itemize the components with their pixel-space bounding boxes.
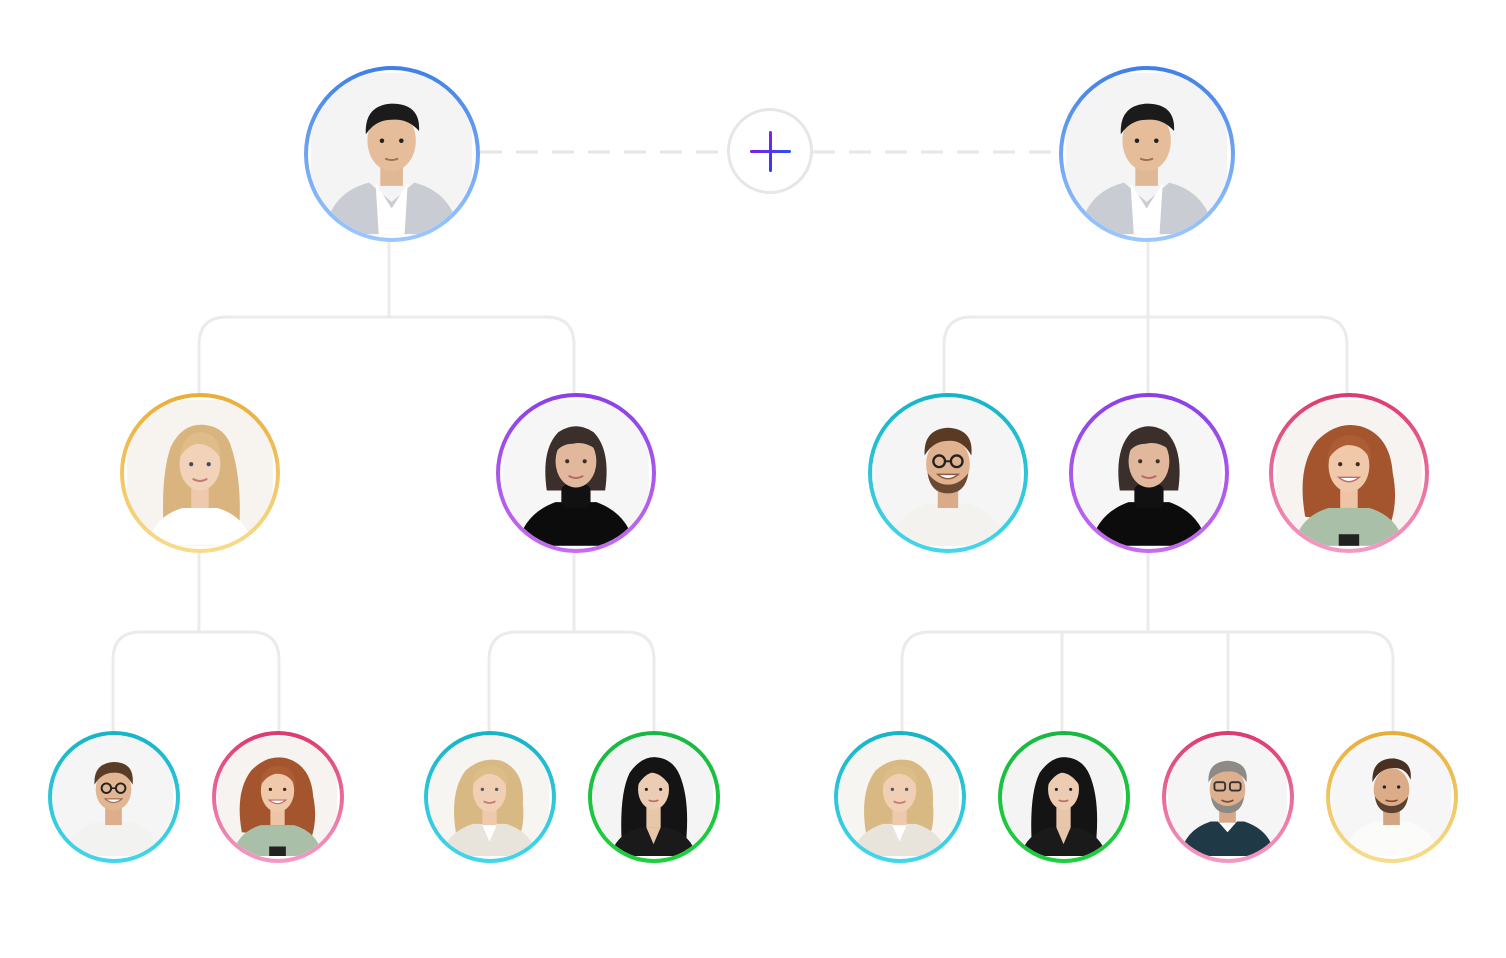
person-photo (875, 400, 1021, 546)
node-right-b2[interactable] (998, 731, 1130, 863)
connector-right-branch (942, 315, 1349, 395)
node-left-b1[interactable] (424, 731, 556, 863)
node-left-a1[interactable] (48, 731, 180, 863)
person-photo (840, 737, 959, 856)
person-photo (503, 400, 649, 546)
person-photo (1004, 737, 1123, 856)
avatar (838, 735, 962, 859)
avatar (52, 735, 176, 859)
avatar (500, 397, 652, 549)
person-photo (594, 737, 713, 856)
node-right-b4[interactable] (1326, 731, 1458, 863)
person-photo (1066, 73, 1227, 234)
person-photo (218, 737, 337, 856)
node-right-root[interactable] (1059, 66, 1235, 242)
avatar (1002, 735, 1126, 859)
person-photo (1168, 737, 1287, 856)
avatar (592, 735, 716, 859)
person-photo (311, 73, 472, 234)
connector-right-b-branch (900, 630, 1395, 733)
node-right-b[interactable] (1069, 393, 1229, 553)
plus-icon (769, 131, 772, 172)
avatar (1063, 70, 1231, 238)
connector-left-b-branch (487, 630, 656, 733)
person-photo (1076, 400, 1222, 546)
node-right-b3[interactable] (1162, 731, 1294, 863)
person-photo (1332, 737, 1451, 856)
avatar (1273, 397, 1425, 549)
node-left-a2[interactable] (212, 731, 344, 863)
avatar (308, 70, 476, 238)
person-photo (1276, 400, 1422, 546)
add-partner-button[interactable] (727, 108, 813, 194)
node-right-a[interactable] (868, 393, 1028, 553)
person-photo (430, 737, 549, 856)
person-photo (127, 400, 273, 546)
avatar (216, 735, 340, 859)
connector-left-a-branch (111, 630, 281, 733)
avatar (1073, 397, 1225, 549)
avatar (124, 397, 276, 549)
node-right-b1[interactable] (834, 731, 966, 863)
connector-left-branch (197, 315, 576, 395)
avatar (1166, 735, 1290, 859)
avatar (1330, 735, 1454, 859)
node-left-b[interactable] (496, 393, 656, 553)
node-left-root[interactable] (304, 66, 480, 242)
avatar (872, 397, 1024, 549)
node-right-c[interactable] (1269, 393, 1429, 553)
node-left-a[interactable] (120, 393, 280, 553)
node-left-b2[interactable] (588, 731, 720, 863)
avatar (428, 735, 552, 859)
person-photo (54, 737, 173, 856)
